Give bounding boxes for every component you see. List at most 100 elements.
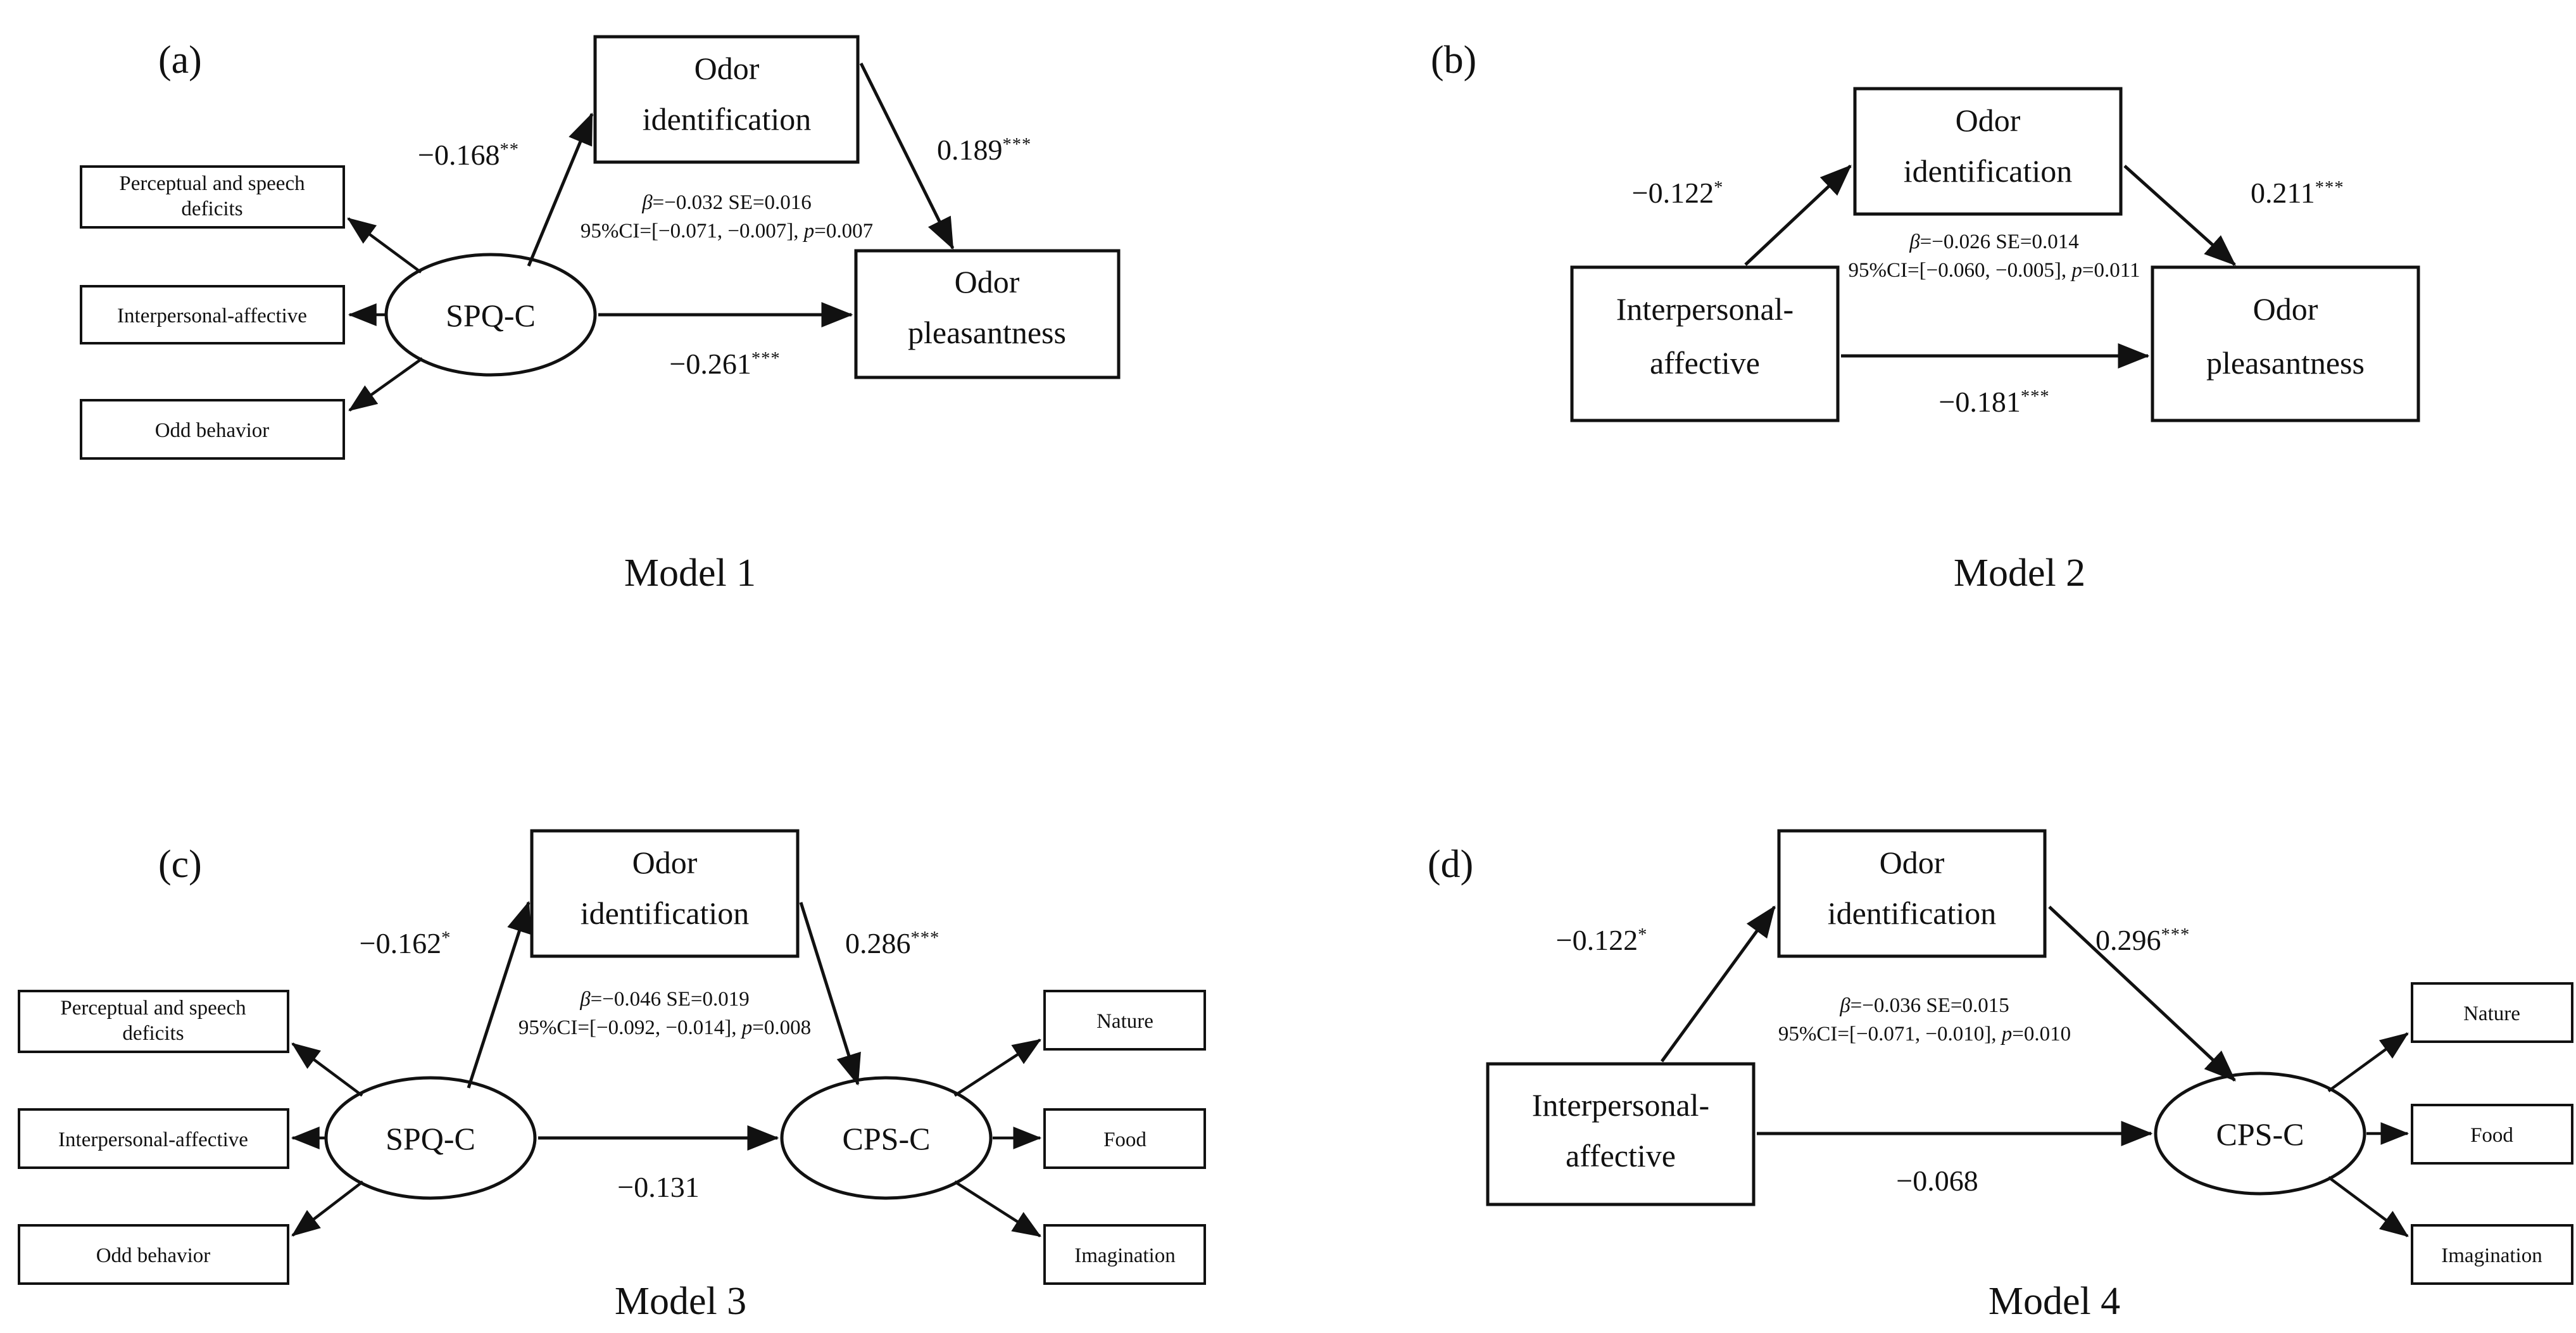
panel-d-predictor-line2: affective <box>1566 1138 1676 1173</box>
panel-d-indicator-food-box <box>2411 1104 2573 1165</box>
panel-c: (c) Perceptual and speech deficits Inter… <box>18 829 1206 1323</box>
panel-d-predictor-line1: Interpersonal- <box>1532 1087 1709 1123</box>
panel-c-mediator-box <box>530 829 800 958</box>
panel-a-arrow-to-perceptual <box>347 217 422 274</box>
panel-a: (a) Perceptual and speech deficits Inter… <box>80 35 1121 595</box>
panel-d-arrow-to-nature <box>2327 1032 2409 1092</box>
panel-c-indicator-perceptual-box <box>18 990 289 1053</box>
panel-d-indirect-line1: β=−0.036 SE=0.015 <box>1839 994 2009 1017</box>
panel-b-model-label: Model 2 <box>1954 552 2085 595</box>
panel-b-outcome-line1: Odor <box>2253 291 2318 327</box>
panel-b-path-a-coefficient: −0.122* <box>1632 177 1724 209</box>
panel-d-path-a-coefficient: −0.122* <box>1556 924 1648 956</box>
panel-a-outcome-line2: pleasantness <box>908 315 1066 350</box>
panel-a-label: (a) <box>158 39 202 82</box>
panel-a-indicator-odd-label: Odd behavior <box>155 419 270 442</box>
panel-b: (b) Odor identification Interpersonal- a… <box>1431 39 2420 595</box>
panel-c-indicator-imagination-box <box>1043 1224 1206 1285</box>
panel-a-path-a-coefficient: −0.168** <box>418 139 519 171</box>
panel-b-outcome-line2: pleasantness <box>2206 345 2365 381</box>
panel-d-mediator-line2: identification <box>1828 895 1997 931</box>
panel-c-path-c-coefficient: −0.131 <box>617 1171 699 1203</box>
panel-c-indicator-perceptual-line2: deficits <box>122 1022 184 1045</box>
panel-c-indicator-interpersonal-box <box>18 1108 289 1169</box>
panel-d-model-label: Model 4 <box>1989 1280 2120 1323</box>
panel-b-predictor-box <box>1570 265 1840 422</box>
panel-b-label: (b) <box>1431 39 1476 82</box>
panel-d-mediator-box <box>1777 829 2047 958</box>
panel-c-indirect-line1: β=−0.046 SE=0.019 <box>579 988 750 1011</box>
panel-a-outcome-line1: Odor <box>955 264 1020 300</box>
panel-b-indirect-line1: β=−0.026 SE=0.014 <box>1909 231 2079 253</box>
panel-c-indicator-perceptual-line1: Perceptual and speech <box>60 997 246 1020</box>
panel-c-mediator-line1: Odor <box>632 845 698 880</box>
panel-d-path-c-coefficient: −0.068 <box>1896 1165 1978 1197</box>
panel-d-indicator-imagination-box <box>2411 1224 2573 1285</box>
panel-c-predictor-ellipse <box>324 1076 537 1200</box>
panel-c-indirect-line2: 95%CI=[−0.092, −0.014], p=0.008 <box>518 1016 811 1039</box>
panel-c-path-b-coefficient: 0.286*** <box>845 927 939 959</box>
panel-d: (d) Odor identification Interpersonal- a… <box>1428 829 2573 1323</box>
panel-c-arrow-to-odd <box>291 1180 364 1237</box>
panel-c-path-b-line <box>799 902 861 1086</box>
panel-d-outcome-ellipse <box>2154 1071 2366 1196</box>
panel-d-path-b-line <box>2048 906 2236 1082</box>
panel-b-predictor-line2: affective <box>1650 345 1760 381</box>
panel-b-mediator-line2: identification <box>1904 153 2073 189</box>
panel-c-indicator-odd-label: Odd behavior <box>96 1244 211 1267</box>
panel-c-outcome-ellipse <box>780 1076 993 1200</box>
panel-d-indicator-food-label: Food <box>2470 1124 2513 1147</box>
panel-c-mediator-line2: identification <box>581 895 750 931</box>
panel-a-mediator-box <box>593 35 860 164</box>
panel-d-label: (d) <box>1428 843 1473 886</box>
panel-a-indirect-line1: β=−0.032 SE=0.016 <box>641 191 812 214</box>
panel-a-mediator-line2: identification <box>643 101 812 137</box>
panel-d-indirect-line2: 95%CI=[−0.071, −0.010], p=0.010 <box>1778 1023 2071 1046</box>
panel-d-mediator-line1: Odor <box>1880 845 1945 880</box>
panel-a-indirect-line2: 95%CI=[−0.071, −0.007], p=0.007 <box>581 220 873 243</box>
panel-a-path-c-coefficient: −0.261*** <box>669 348 780 380</box>
panel-d-path-a-line <box>1660 905 1776 1063</box>
panel-d-predictor-box <box>1486 1062 1756 1206</box>
panel-d-indicator-nature-box <box>2411 982 2573 1043</box>
panel-c-predictor-label: SPQ-C <box>386 1121 475 1156</box>
panel-a-mediator-line1: Odor <box>694 51 760 86</box>
panel-a-indicator-perceptual-box <box>80 165 345 229</box>
panel-a-predictor-ellipse <box>384 253 597 377</box>
panel-c-indicator-odd-box <box>18 1224 289 1285</box>
panel-c-model-label: Model 3 <box>615 1280 746 1323</box>
panel-a-indicator-perceptual-line2: deficits <box>181 198 242 220</box>
panel-c-indicator-imagination-label: Imagination <box>1074 1244 1175 1267</box>
panel-a-indicator-perceptual-line1: Perceptual and speech <box>119 172 305 195</box>
panel-c-indicator-nature-box <box>1043 990 1206 1051</box>
panel-c-outcome-label: CPS-C <box>843 1121 931 1156</box>
panel-a-outcome-box <box>854 249 1121 379</box>
panel-b-path-b-coefficient: 0.211*** <box>2251 177 2344 209</box>
panel-a-path-a-line <box>527 112 594 267</box>
panel-b-outcome-box <box>2151 265 2420 422</box>
panel-d-indicator-nature-label: Nature <box>2463 1002 2520 1025</box>
panel-b-path-a-line <box>1744 165 1852 266</box>
panel-c-indicator-food-box <box>1043 1108 1206 1169</box>
panel-c-label: (c) <box>158 843 202 886</box>
panel-a-model-label: Model 1 <box>624 552 756 595</box>
panel-b-mediator-box <box>1853 87 2123 216</box>
panel-d-path-b-coefficient: 0.296*** <box>2095 924 2190 956</box>
panel-c-path-a-coefficient: −0.162* <box>360 927 451 959</box>
panel-c-indicator-interpersonal-label: Interpersonal-affective <box>58 1128 248 1151</box>
panel-a-path-b-line <box>859 62 955 250</box>
panel-c-path-a-line <box>467 900 532 1089</box>
panel-c-indicator-nature-label: Nature <box>1096 1010 1153 1033</box>
panel-c-arrow-to-nature <box>953 1039 1041 1097</box>
panel-c-indicator-food-label: Food <box>1103 1128 1147 1151</box>
panel-b-indirect-line2: 95%CI=[−0.060, −0.005], p=0.011 <box>1849 259 2140 282</box>
panel-d-arrow-to-imagination <box>2327 1176 2409 1237</box>
panel-a-arrow-to-odd <box>348 357 424 412</box>
panel-a-path-b-coefficient: 0.189*** <box>937 134 1031 166</box>
panel-a-predictor-label: SPQ-C <box>446 298 536 333</box>
panel-b-path-c-coefficient: −0.181*** <box>1938 386 2049 418</box>
panel-b-predictor-line1: Interpersonal- <box>1616 291 1794 327</box>
panel-a-indicator-odd-box <box>80 399 345 460</box>
panel-d-outcome-label: CPS-C <box>2216 1116 2304 1152</box>
